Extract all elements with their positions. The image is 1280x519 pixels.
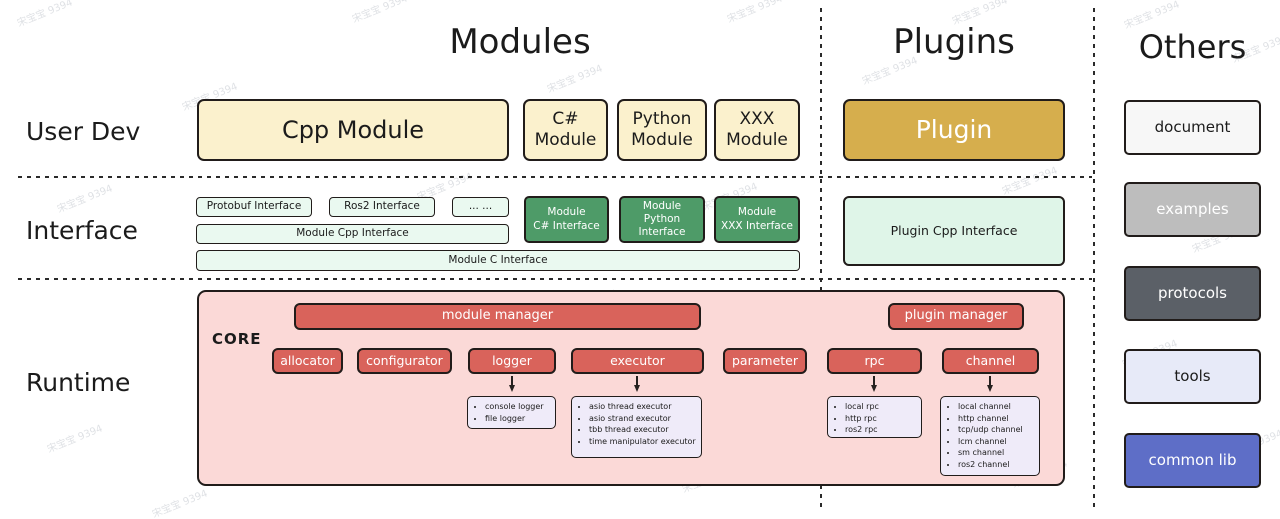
watermark: 宋宝宝 9394: [55, 183, 115, 216]
allocator-component: allocator: [272, 348, 343, 374]
plugin-manager-bar: plugin manager: [888, 303, 1024, 330]
module-c-interface-box: Module C Interface: [196, 250, 800, 271]
watermark: 宋宝宝 9394: [150, 488, 210, 519]
rpc-impl-list: local rpc http rpc ros2 rpc: [827, 396, 922, 438]
ros2-interface-box: Ros2 Interface: [329, 197, 435, 217]
list-item: tcp/udp channel: [947, 424, 1036, 436]
channel-component: channel: [942, 348, 1039, 374]
watermark: 宋宝宝 9394: [45, 423, 105, 456]
parameter-component: parameter: [723, 348, 807, 374]
list-item: local rpc: [834, 401, 918, 413]
plugin-box: Plugin: [843, 99, 1065, 161]
list-item: sm channel: [947, 447, 1036, 459]
list-item: local channel: [947, 401, 1036, 413]
xxx-module-box: XXX Module: [714, 99, 800, 161]
section-title-modules: Modules: [449, 22, 591, 62]
module-manager-bar: module manager: [294, 303, 701, 330]
list-item: asio thread executor: [578, 401, 698, 413]
executor-component: executor: [571, 348, 704, 374]
row-label-interface: Interface: [26, 216, 138, 245]
module-xxx-interface-box: Module XXX Interface: [714, 196, 800, 243]
divider-interface-runtime: [18, 278, 1092, 280]
row-label-user-dev: User Dev: [26, 117, 141, 146]
list-item: time manipulator executor: [578, 436, 698, 448]
divider-userdev-interface: [18, 176, 1092, 178]
list-item: lcm channel: [947, 436, 1036, 448]
others-protocols-box: protocols: [1124, 266, 1261, 321]
divider-modules-plugins: [820, 8, 822, 509]
watermark: 宋宝宝 9394: [15, 0, 75, 30]
logger-component: logger: [468, 348, 556, 374]
core-label: CORE: [212, 330, 262, 348]
configurator-component: configurator: [357, 348, 452, 374]
others-examples-box: examples: [1124, 182, 1261, 237]
others-document-box: document: [1124, 100, 1261, 155]
logger-impl-list: console logger file logger: [467, 396, 556, 429]
python-module-box: Python Module: [617, 99, 707, 161]
others-tools-box: tools: [1124, 349, 1261, 404]
cpp-module-box: Cpp Module: [197, 99, 509, 161]
divider-plugins-others: [1093, 8, 1095, 509]
watermark: 宋宝宝 9394: [545, 63, 605, 96]
ellipsis-interface-box: ... ...: [452, 197, 509, 217]
section-title-plugins: Plugins: [893, 22, 1015, 62]
executor-arrow-icon: [633, 376, 640, 392]
list-item: console logger: [474, 401, 552, 413]
list-item: ros2 channel: [947, 459, 1036, 471]
plugin-cpp-interface-box: Plugin Cpp Interface: [843, 196, 1065, 266]
list-item: tbb thread executor: [578, 424, 698, 436]
list-item: http channel: [947, 413, 1036, 425]
rpc-arrow-icon: [870, 376, 877, 392]
logger-arrow-icon: [508, 376, 515, 392]
list-item: http rpc: [834, 413, 918, 425]
watermark: 宋宝宝 9394: [1122, 0, 1182, 32]
channel-arrow-icon: [986, 376, 993, 392]
channel-impl-list: local channel http channel tcp/udp chann…: [940, 396, 1040, 476]
watermark: 宋宝宝 9394: [1000, 165, 1060, 198]
others-common-lib-box: common lib: [1124, 433, 1261, 488]
executor-impl-list: asio thread executor asio strand executo…: [571, 396, 702, 458]
list-item: file logger: [474, 413, 552, 425]
watermark: 宋宝宝 9394: [725, 0, 785, 26]
row-label-runtime: Runtime: [26, 368, 131, 397]
section-title-others: Others: [1138, 28, 1247, 66]
module-python-interface-box: Module Python Interface: [619, 196, 705, 243]
rpc-component: rpc: [827, 348, 922, 374]
csharp-module-box: C# Module: [523, 99, 608, 161]
module-cpp-interface-box: Module Cpp Interface: [196, 224, 509, 244]
module-csharp-interface-box: Module C# Interface: [524, 196, 609, 243]
list-item: ros2 rpc: [834, 424, 918, 436]
list-item: asio strand executor: [578, 413, 698, 425]
protobuf-interface-box: Protobuf Interface: [196, 197, 312, 217]
